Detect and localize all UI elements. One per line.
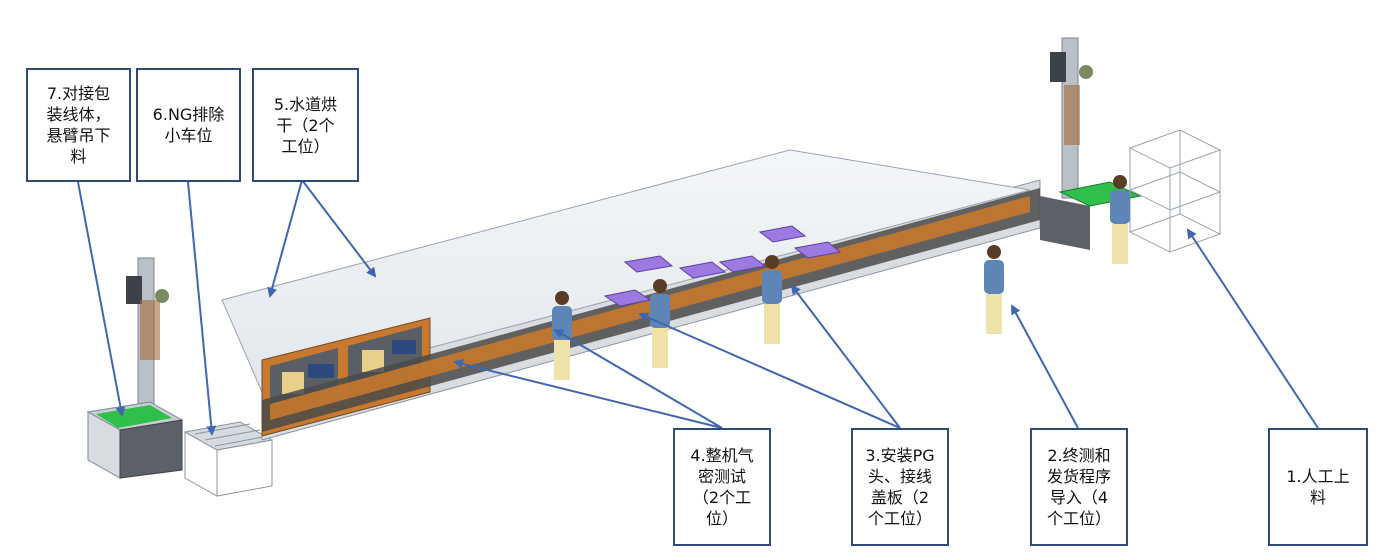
leader-line-6 <box>187 181 217 436</box>
station-6-ng-cart <box>183 421 274 497</box>
leader-line-2 <box>1011 304 1079 429</box>
leader-line-4a <box>453 359 723 429</box>
callout-station-4-text: 4.整机气 密测试 （2个工 位） <box>690 446 754 528</box>
right-cantilever-hoist <box>1050 37 1093 199</box>
callout-station-6: 6.NG排除 小车位 <box>136 68 241 182</box>
left-cantilever-hoist <box>126 257 169 419</box>
operator-figure <box>984 245 1004 334</box>
operator-figures <box>552 175 1130 380</box>
leader-lines <box>77 179 1319 436</box>
leader-line-7 <box>77 181 126 417</box>
station-1-material-rack <box>1128 129 1222 253</box>
callout-station-5-text: 5.水道烘 干（2个 工位） <box>273 94 338 156</box>
callout-station-4: 4.整机气 密测试 （2个工 位） <box>673 428 771 546</box>
callout-station-3-text: 3.安装PG 头、接线 盖板（2 个工位） <box>865 446 935 528</box>
station-3-trays <box>603 225 842 307</box>
callout-station-2-text: 2.终测和 发货程序 导入（4 个工位） <box>1046 446 1111 528</box>
callout-station-2: 2.终测和 发货程序 导入（4 个工位） <box>1030 428 1128 546</box>
leader-line-4b <box>553 328 723 429</box>
callout-station-3: 3.安装PG 头、接线 盖板（2 个工位） <box>851 428 949 546</box>
leader-line-3a <box>638 312 901 429</box>
callout-station-1-text: 1.人工上 料 <box>1286 467 1350 507</box>
callout-station-1: 1.人工上 料 <box>1268 428 1368 546</box>
operator-figure <box>762 255 782 344</box>
callout-station-7-text: 7.对接包 装线体， 悬臂吊下 料 <box>46 84 111 166</box>
leader-line-1 <box>1186 228 1319 429</box>
leader-line-3b <box>790 284 901 429</box>
callout-station-5: 5.水道烘 干（2个 工位） <box>252 68 359 182</box>
callout-station-6-text: 6.NG排除 小车位 <box>152 105 225 145</box>
leader-line-5b <box>301 179 377 278</box>
operator-figure <box>1110 175 1130 264</box>
callout-station-7: 7.对接包 装线体， 悬臂吊下 料 <box>26 68 131 182</box>
leader-line-5a <box>267 179 303 298</box>
station-7-unload-table <box>86 401 184 479</box>
